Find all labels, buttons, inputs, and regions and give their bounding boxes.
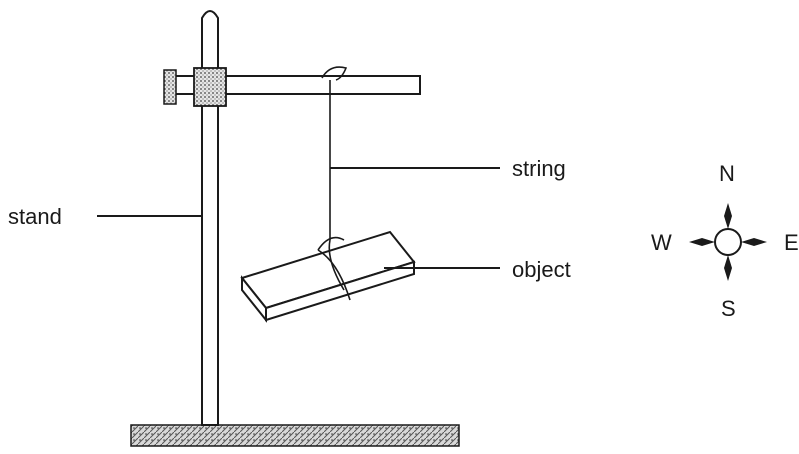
compass-north-label: N bbox=[719, 161, 735, 186]
stand-label: stand bbox=[8, 204, 62, 229]
compass-east-label: E bbox=[784, 230, 799, 255]
stand-rod bbox=[201, 10, 219, 426]
boss-clamp bbox=[193, 67, 227, 107]
hanging-object bbox=[240, 230, 416, 323]
clamp-screw bbox=[163, 69, 177, 105]
compass-west-label: W bbox=[651, 230, 672, 255]
object-label: object bbox=[512, 257, 571, 282]
string-loop bbox=[321, 66, 348, 81]
string-label: string bbox=[512, 156, 566, 181]
compass-south-label: S bbox=[721, 296, 736, 321]
compass-rose bbox=[689, 203, 767, 281]
stand-base bbox=[130, 424, 460, 447]
